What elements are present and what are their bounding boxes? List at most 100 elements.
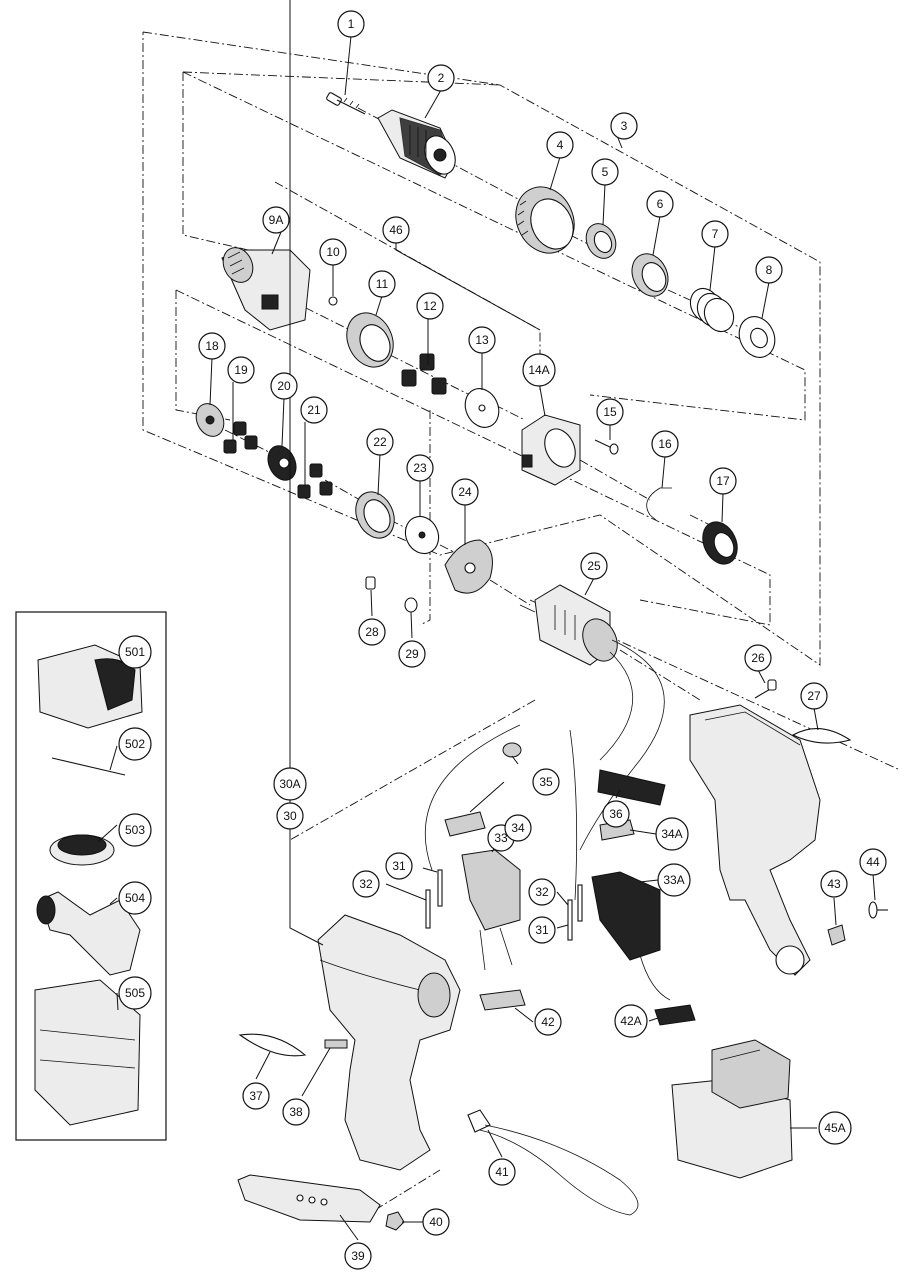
callout-label: 29 <box>405 647 419 661</box>
callout-circle <box>602 800 630 828</box>
callout-label: 17 <box>716 474 730 488</box>
part-dc-motor-25 <box>519 584 665 851</box>
callout-16: 16 <box>651 430 679 458</box>
callout-label: 34 <box>511 821 525 835</box>
callout-6: 6 <box>646 190 674 218</box>
callout-label: 8 <box>766 263 773 277</box>
callout-label: 9A <box>269 213 284 227</box>
callout-circle <box>319 238 347 266</box>
callout-34A: 34A <box>655 817 689 851</box>
part-motor-plate-24 <box>444 539 493 594</box>
callout-circle <box>382 216 410 244</box>
callout-26: 26 <box>744 644 772 672</box>
part-screw-1 <box>326 92 366 115</box>
callout-label: 21 <box>307 403 321 417</box>
callout-circle <box>504 814 532 842</box>
callout-41: 41 <box>488 1158 516 1186</box>
callout-label: 42A <box>620 1014 641 1028</box>
callout-circle <box>118 727 152 761</box>
callout-circle <box>366 428 394 456</box>
callout-circle <box>242 1082 270 1110</box>
callout-circle <box>744 644 772 672</box>
callout-label: 11 <box>376 277 389 291</box>
part-washer-23 <box>404 515 440 555</box>
callout-circle <box>118 976 152 1010</box>
callout-13: 13 <box>468 326 496 354</box>
callout-15: 15 <box>596 398 624 426</box>
callout-8: 8 <box>755 256 783 284</box>
callout-label: 12 <box>423 299 437 313</box>
callout-18: 18 <box>198 332 226 360</box>
part-reversing-lever-36 <box>597 769 666 806</box>
callout-label: 502 <box>125 737 145 751</box>
part-brush-42A <box>654 1004 696 1026</box>
part-clutch-dial-4 <box>515 186 575 254</box>
assembly-frames <box>142 31 821 666</box>
callout-label: 38 <box>289 1105 303 1119</box>
part-slider-34 <box>444 811 486 837</box>
callout-503: 503 <box>118 813 152 847</box>
callout-36: 36 <box>602 800 630 828</box>
callout-circle <box>528 878 556 906</box>
callout-circle <box>422 1208 450 1236</box>
callout-label: 22 <box>373 435 387 449</box>
callout-circle <box>262 206 290 234</box>
housing-left-half <box>317 914 461 1171</box>
callout-label: 34A <box>661 827 682 841</box>
callout-10: 10 <box>319 238 347 266</box>
callout-circle <box>385 852 413 880</box>
callout-label: 31 <box>535 923 549 937</box>
callout-label: 10 <box>326 245 340 259</box>
callout-circle <box>488 1158 516 1186</box>
callout-circle <box>528 916 556 944</box>
callout-1: 1 <box>337 10 365 38</box>
callout-circle <box>820 870 848 898</box>
part-screw-15 <box>594 439 619 455</box>
callout-circle <box>198 332 226 360</box>
callout-label: 31 <box>392 859 406 873</box>
callout-34: 34 <box>504 814 532 842</box>
part-label-37 <box>238 1033 307 1057</box>
callout-circle <box>227 356 255 384</box>
accessories-box <box>15 611 167 1141</box>
part-nut-40 <box>385 1211 405 1231</box>
callout-label: 4 <box>557 138 564 152</box>
part-strap-41 <box>467 1109 639 1216</box>
callout-5: 5 <box>591 158 619 186</box>
part-carrier-20 <box>267 445 297 481</box>
callout-circle <box>755 256 783 284</box>
callout-42: 42 <box>534 1008 562 1036</box>
callout-label: 19 <box>234 363 248 377</box>
callout-circle <box>273 767 307 801</box>
callout-circle <box>427 64 455 92</box>
accessory-bit-holder-503 <box>49 834 115 866</box>
callout-17: 17 <box>709 467 737 495</box>
callout-label: 37 <box>249 1089 263 1103</box>
callout-label: 25 <box>587 559 601 573</box>
part-washer-13 <box>464 388 500 428</box>
callout-11: 11 <box>368 270 396 298</box>
callout-label: 32 <box>535 885 549 899</box>
callout-label: 24 <box>458 485 472 499</box>
callout-circle <box>818 1111 852 1145</box>
callout-circle <box>344 1242 372 1270</box>
callout-19: 19 <box>227 356 255 384</box>
motor-wire <box>424 724 521 871</box>
callout-circle <box>398 640 426 668</box>
callout-circle <box>118 813 152 847</box>
callout-circle <box>580 552 608 580</box>
callout-label: 501 <box>125 645 145 659</box>
callout-circle <box>709 467 737 495</box>
callout-label: 505 <box>125 986 145 1000</box>
callout-37: 37 <box>242 1082 270 1110</box>
part-label-27 <box>791 728 852 744</box>
callout-circle <box>701 220 729 248</box>
part-washer-5 <box>585 223 617 259</box>
callout-7: 7 <box>701 220 729 248</box>
callout-35: 35 <box>532 768 560 796</box>
callout-label: 39 <box>351 1249 365 1263</box>
callout-label: 40 <box>429 1215 443 1229</box>
callout-20: 20 <box>270 372 298 400</box>
part-screw-26 <box>754 679 777 699</box>
part-screw-44 <box>868 901 888 919</box>
